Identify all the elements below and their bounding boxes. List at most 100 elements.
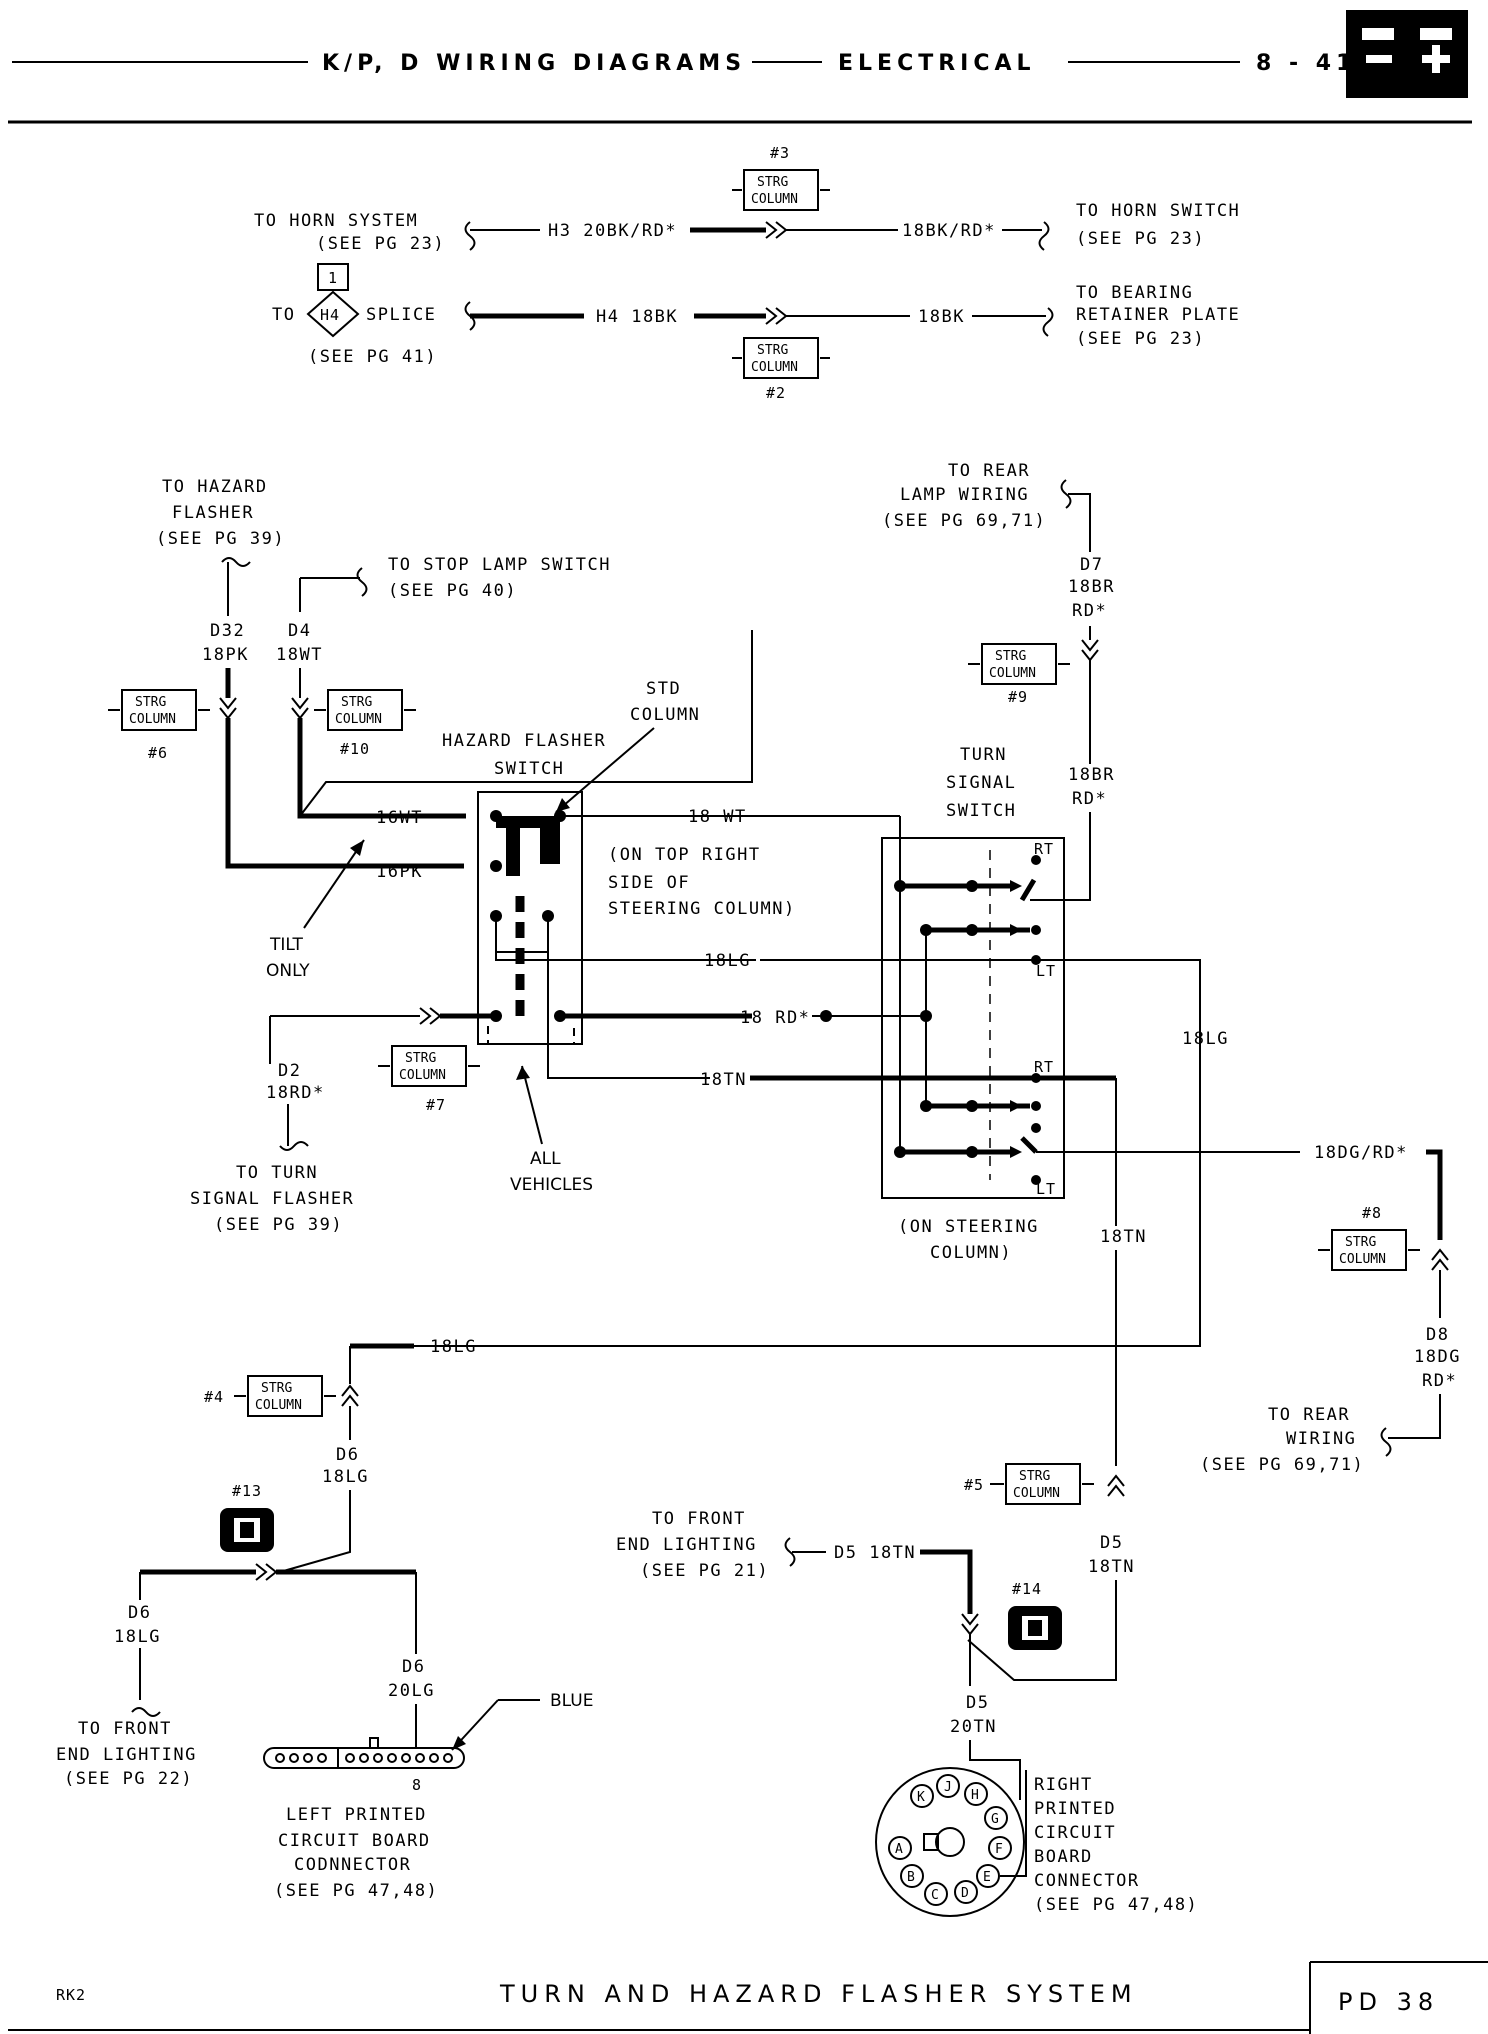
svg-text:VEHICLES: VEHICLES: [510, 1175, 593, 1195]
svg-text:STRG: STRG: [261, 1381, 292, 1396]
strg-column-connector-4: STRG COLUMN: [234, 1375, 336, 1417]
connector-13-icon: [220, 1508, 274, 1552]
svg-text:STRG: STRG: [757, 343, 788, 358]
svg-text:K: K: [917, 1790, 925, 1805]
svg-text:D: D: [961, 1886, 969, 1901]
svg-text:LAMP WIRING: LAMP WIRING: [900, 485, 1029, 505]
left-lighting-section: 18LG STRG COLUMN #4 D6 18LG #13 D6 18LG …: [56, 1337, 593, 1901]
svg-text:(SEE PG 47,48): (SEE PG 47,48): [1034, 1895, 1198, 1915]
footer-page-ref: PD 38: [1338, 1988, 1439, 2016]
svg-text:H: H: [971, 1788, 979, 1803]
to-horn-switch-ref: (SEE PG 23): [1076, 229, 1205, 249]
svg-text:TO REAR: TO REAR: [1268, 1405, 1350, 1425]
svg-text:(SEE PG 69,71): (SEE PG 69,71): [882, 511, 1046, 531]
svg-text:COLUMN: COLUMN: [399, 1068, 446, 1083]
blue-wire-label: BLUE: [550, 1691, 593, 1711]
svg-text:CIRCUIT: CIRCUIT: [1034, 1823, 1116, 1843]
connector-2-label: #2: [766, 384, 786, 402]
svg-text:STRG: STRG: [1019, 1469, 1050, 1484]
battery-icon: [1346, 10, 1468, 98]
svg-text:TO FRONT: TO FRONT: [78, 1719, 172, 1739]
svg-text:TILT: TILT: [269, 935, 304, 955]
svg-text:E: E: [983, 1870, 991, 1885]
svg-text:STRG: STRG: [135, 695, 166, 710]
svg-text:20TN: 20TN: [950, 1717, 997, 1737]
svg-text:SWITCH: SWITCH: [946, 801, 1016, 821]
svg-text:STRG: STRG: [341, 695, 372, 710]
svg-text:18DG/RD*: 18DG/RD*: [1314, 1143, 1408, 1163]
strg-column-connector-3: STRG COLUMN: [732, 169, 830, 211]
svg-text:TURN: TURN: [960, 745, 1007, 765]
svg-text:18TN: 18TN: [1100, 1227, 1147, 1247]
svg-text:TO REAR: TO REAR: [948, 461, 1030, 481]
svg-text:CONNECTOR: CONNECTOR: [1034, 1871, 1140, 1891]
svg-text:(ON STEERING: (ON STEERING: [898, 1217, 1039, 1237]
svg-text:18TN: 18TN: [1088, 1557, 1135, 1577]
svg-text:TO HAZARD: TO HAZARD: [162, 477, 268, 497]
svg-text:TO TURN: TO TURN: [236, 1163, 318, 1183]
svg-text:1: 1: [328, 269, 338, 287]
svg-text:RETAINER PLATE: RETAINER PLATE: [1076, 305, 1240, 325]
d8-label: D8: [1426, 1325, 1449, 1345]
connector-14-icon: [1008, 1606, 1062, 1650]
svg-text:18LG: 18LG: [1182, 1029, 1229, 1049]
d6-lower-label: D6: [402, 1657, 425, 1677]
svg-text:COLUMN: COLUMN: [1013, 1486, 1060, 1501]
svg-text:18LG: 18LG: [322, 1467, 369, 1487]
svg-text:(SEE PG 41): (SEE PG 41): [308, 347, 437, 367]
svg-text:18RD*: 18RD*: [266, 1083, 325, 1103]
right-lighting-section: STRG COLUMN #5 D5 18TN TO FRONT END LIGH…: [616, 1463, 1198, 1917]
svg-text:8: 8: [412, 1776, 422, 1794]
svg-text:COLUMN: COLUMN: [989, 666, 1036, 681]
svg-text:RD*: RD*: [1072, 789, 1107, 809]
svg-text:TO FRONT: TO FRONT: [652, 1509, 746, 1529]
hazard-flasher-section: TO HAZARD FLASHER (SEE PG 39) D32 18PK 1…: [108, 477, 1200, 1235]
svg-text:COLUMN: COLUMN: [751, 192, 798, 207]
h4-wire-label: H4 18BK: [596, 307, 678, 327]
turn-signal-section: TO REAR LAMP WIRING (SEE PG 69,71) D7 18…: [350, 461, 1461, 1497]
svg-text:LEFT PRINTED: LEFT PRINTED: [286, 1805, 427, 1825]
connector-7-label: #7: [426, 1096, 446, 1114]
svg-text:18BR: 18BR: [1068, 765, 1115, 785]
h3-wire-label: H3 20BK/RD*: [548, 221, 677, 241]
d32-label: D32: [210, 621, 245, 641]
svg-text:RD*: RD*: [1422, 1371, 1457, 1391]
svg-text:(SEE PG 21): (SEE PG 21): [640, 1561, 769, 1581]
strg-column-connector-8: STRG COLUMN: [1318, 1229, 1420, 1271]
svg-text:STD: STD: [646, 679, 681, 699]
svg-text:(SEE PG 47,48): (SEE PG 47,48): [274, 1881, 438, 1901]
svg-text:C: C: [931, 1888, 939, 1903]
d5-upper-label: D5: [1100, 1533, 1123, 1553]
svg-text:18 WT: 18 WT: [688, 807, 747, 827]
connector-3-label: #3: [770, 144, 790, 162]
connector-13-label: #13: [232, 1482, 262, 1500]
strg-column-connector-10: STRG COLUMN: [314, 689, 416, 731]
svg-text:COLUMN: COLUMN: [630, 705, 700, 725]
svg-text:(SEE PG 40): (SEE PG 40): [388, 581, 517, 601]
left-pcb-connector: [263, 1737, 465, 1769]
svg-text:PRINTED: PRINTED: [1034, 1799, 1116, 1819]
svg-text:(SEE PG 23): (SEE PG 23): [1076, 329, 1205, 349]
connector-10-label: #10: [340, 740, 370, 758]
header-page-number: 8 - 41: [1256, 51, 1356, 76]
svg-text:SIGNAL FLASHER: SIGNAL FLASHER: [190, 1189, 354, 1209]
d2-label: D2: [278, 1061, 301, 1081]
svg-text:RT: RT: [1034, 840, 1054, 858]
svg-text:G: G: [991, 1812, 999, 1827]
svg-text:SPLICE: SPLICE: [366, 305, 436, 325]
svg-text:18DG: 18DG: [1414, 1347, 1461, 1367]
svg-text:STRG: STRG: [757, 175, 788, 190]
to-horn-system-label: TO HORN SYSTEM: [254, 211, 418, 231]
svg-text:FLASHER: FLASHER: [172, 503, 254, 523]
h4-splice-id: H4: [320, 306, 340, 324]
svg-text:SWITCH: SWITCH: [494, 759, 564, 779]
turn-signal-switch: RT LT RT LT: [881, 837, 1065, 1199]
svg-text:WIRING: WIRING: [1286, 1429, 1356, 1449]
svg-text:STEERING COLUMN): STEERING COLUMN): [608, 899, 796, 919]
svg-text:HAZARD FLASHER: HAZARD FLASHER: [442, 731, 606, 751]
svg-text:ALL: ALL: [530, 1149, 561, 1169]
svg-text:18 RD*: 18 RD*: [740, 1008, 810, 1028]
svg-text:(SEE PG 22): (SEE PG 22): [64, 1769, 193, 1789]
d4-label: D4: [288, 621, 311, 641]
svg-text:18WT: 18WT: [276, 645, 323, 665]
